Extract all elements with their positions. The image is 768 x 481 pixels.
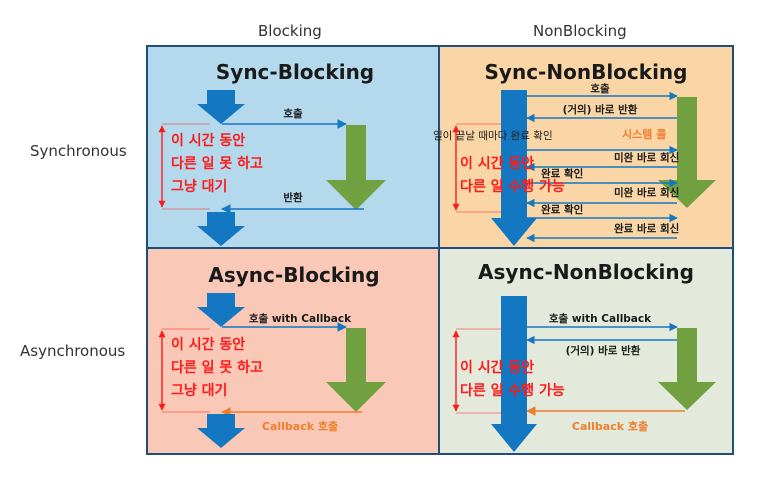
- row-label-synchronous: Synchronous: [30, 142, 127, 160]
- quadrant-async-blocking: [146, 247, 440, 455]
- wait-text-2: 다른 일 못 하고: [171, 359, 263, 376]
- async-nonblocking-title: Async-NonBlocking: [478, 260, 694, 284]
- quadrant-async-nonblocking: [438, 247, 734, 455]
- free-text-1: 이 시간 동안: [460, 359, 534, 376]
- immediate-return-label: (거의) 바로 반환: [563, 103, 638, 116]
- call-label: 호출 with Callback: [549, 312, 652, 325]
- wait-text-1: 이 시간 동안: [171, 132, 245, 149]
- caller-arrow-top: [197, 293, 245, 327]
- sync-blocking-title: Sync-Blocking: [216, 60, 374, 84]
- immediate-return-label: (거의) 바로 반환: [566, 344, 641, 357]
- caller-arrow-bottom: [197, 414, 245, 448]
- reply-label-2: 미완 바로 회신: [614, 186, 679, 199]
- callback-label: Callback 호출: [262, 419, 338, 433]
- callee-arrow: [326, 125, 386, 210]
- callback-label: Callback 호출: [572, 419, 648, 433]
- row-label-asynchronous: Asynchronous: [20, 342, 126, 360]
- free-text-2: 다른 일 수행 가능: [460, 383, 565, 399]
- free-text-1: 이 시간 동안: [460, 155, 534, 172]
- free-text-2: 다른 일 수행 가능: [460, 179, 565, 195]
- return-label: 반환: [283, 191, 303, 204]
- check-label-2: 완료 확인: [541, 203, 583, 216]
- sync-nonblocking-title: Sync-NonBlocking: [485, 60, 688, 84]
- column-label-blocking: Blocking: [258, 22, 322, 40]
- callee-arrow: [326, 328, 386, 412]
- column-label-nonblocking: NonBlocking: [533, 22, 627, 40]
- wait-text-3: 그냥 대기: [171, 178, 227, 195]
- wait-text-2: 다른 일 못 하고: [171, 155, 263, 172]
- call-label: 호출: [590, 82, 610, 95]
- wait-text-1: 이 시간 동안: [171, 336, 245, 353]
- caller-arrow-top: [197, 90, 245, 124]
- status-check-note: 일이 끝날 때마다 완료 확인: [433, 129, 553, 142]
- reply-label-1: 미완 바로 회신: [614, 151, 679, 164]
- check-label-1: 완료 확인: [541, 167, 583, 180]
- call-label: 호출 with Callback: [249, 312, 352, 325]
- caller-long-arrow: [491, 296, 537, 452]
- call-label: 호출: [283, 107, 303, 120]
- async-blocking-title: Async-Blocking: [208, 263, 379, 287]
- system-call-label: 시스템 콜: [622, 127, 666, 141]
- caller-long-arrow: [491, 90, 537, 246]
- wait-text-3: 그냥 대기: [171, 382, 227, 399]
- reply-label-3: 완료 바로 회신: [614, 222, 679, 235]
- caller-arrow-bottom: [197, 212, 245, 246]
- callee-arrow: [658, 328, 716, 410]
